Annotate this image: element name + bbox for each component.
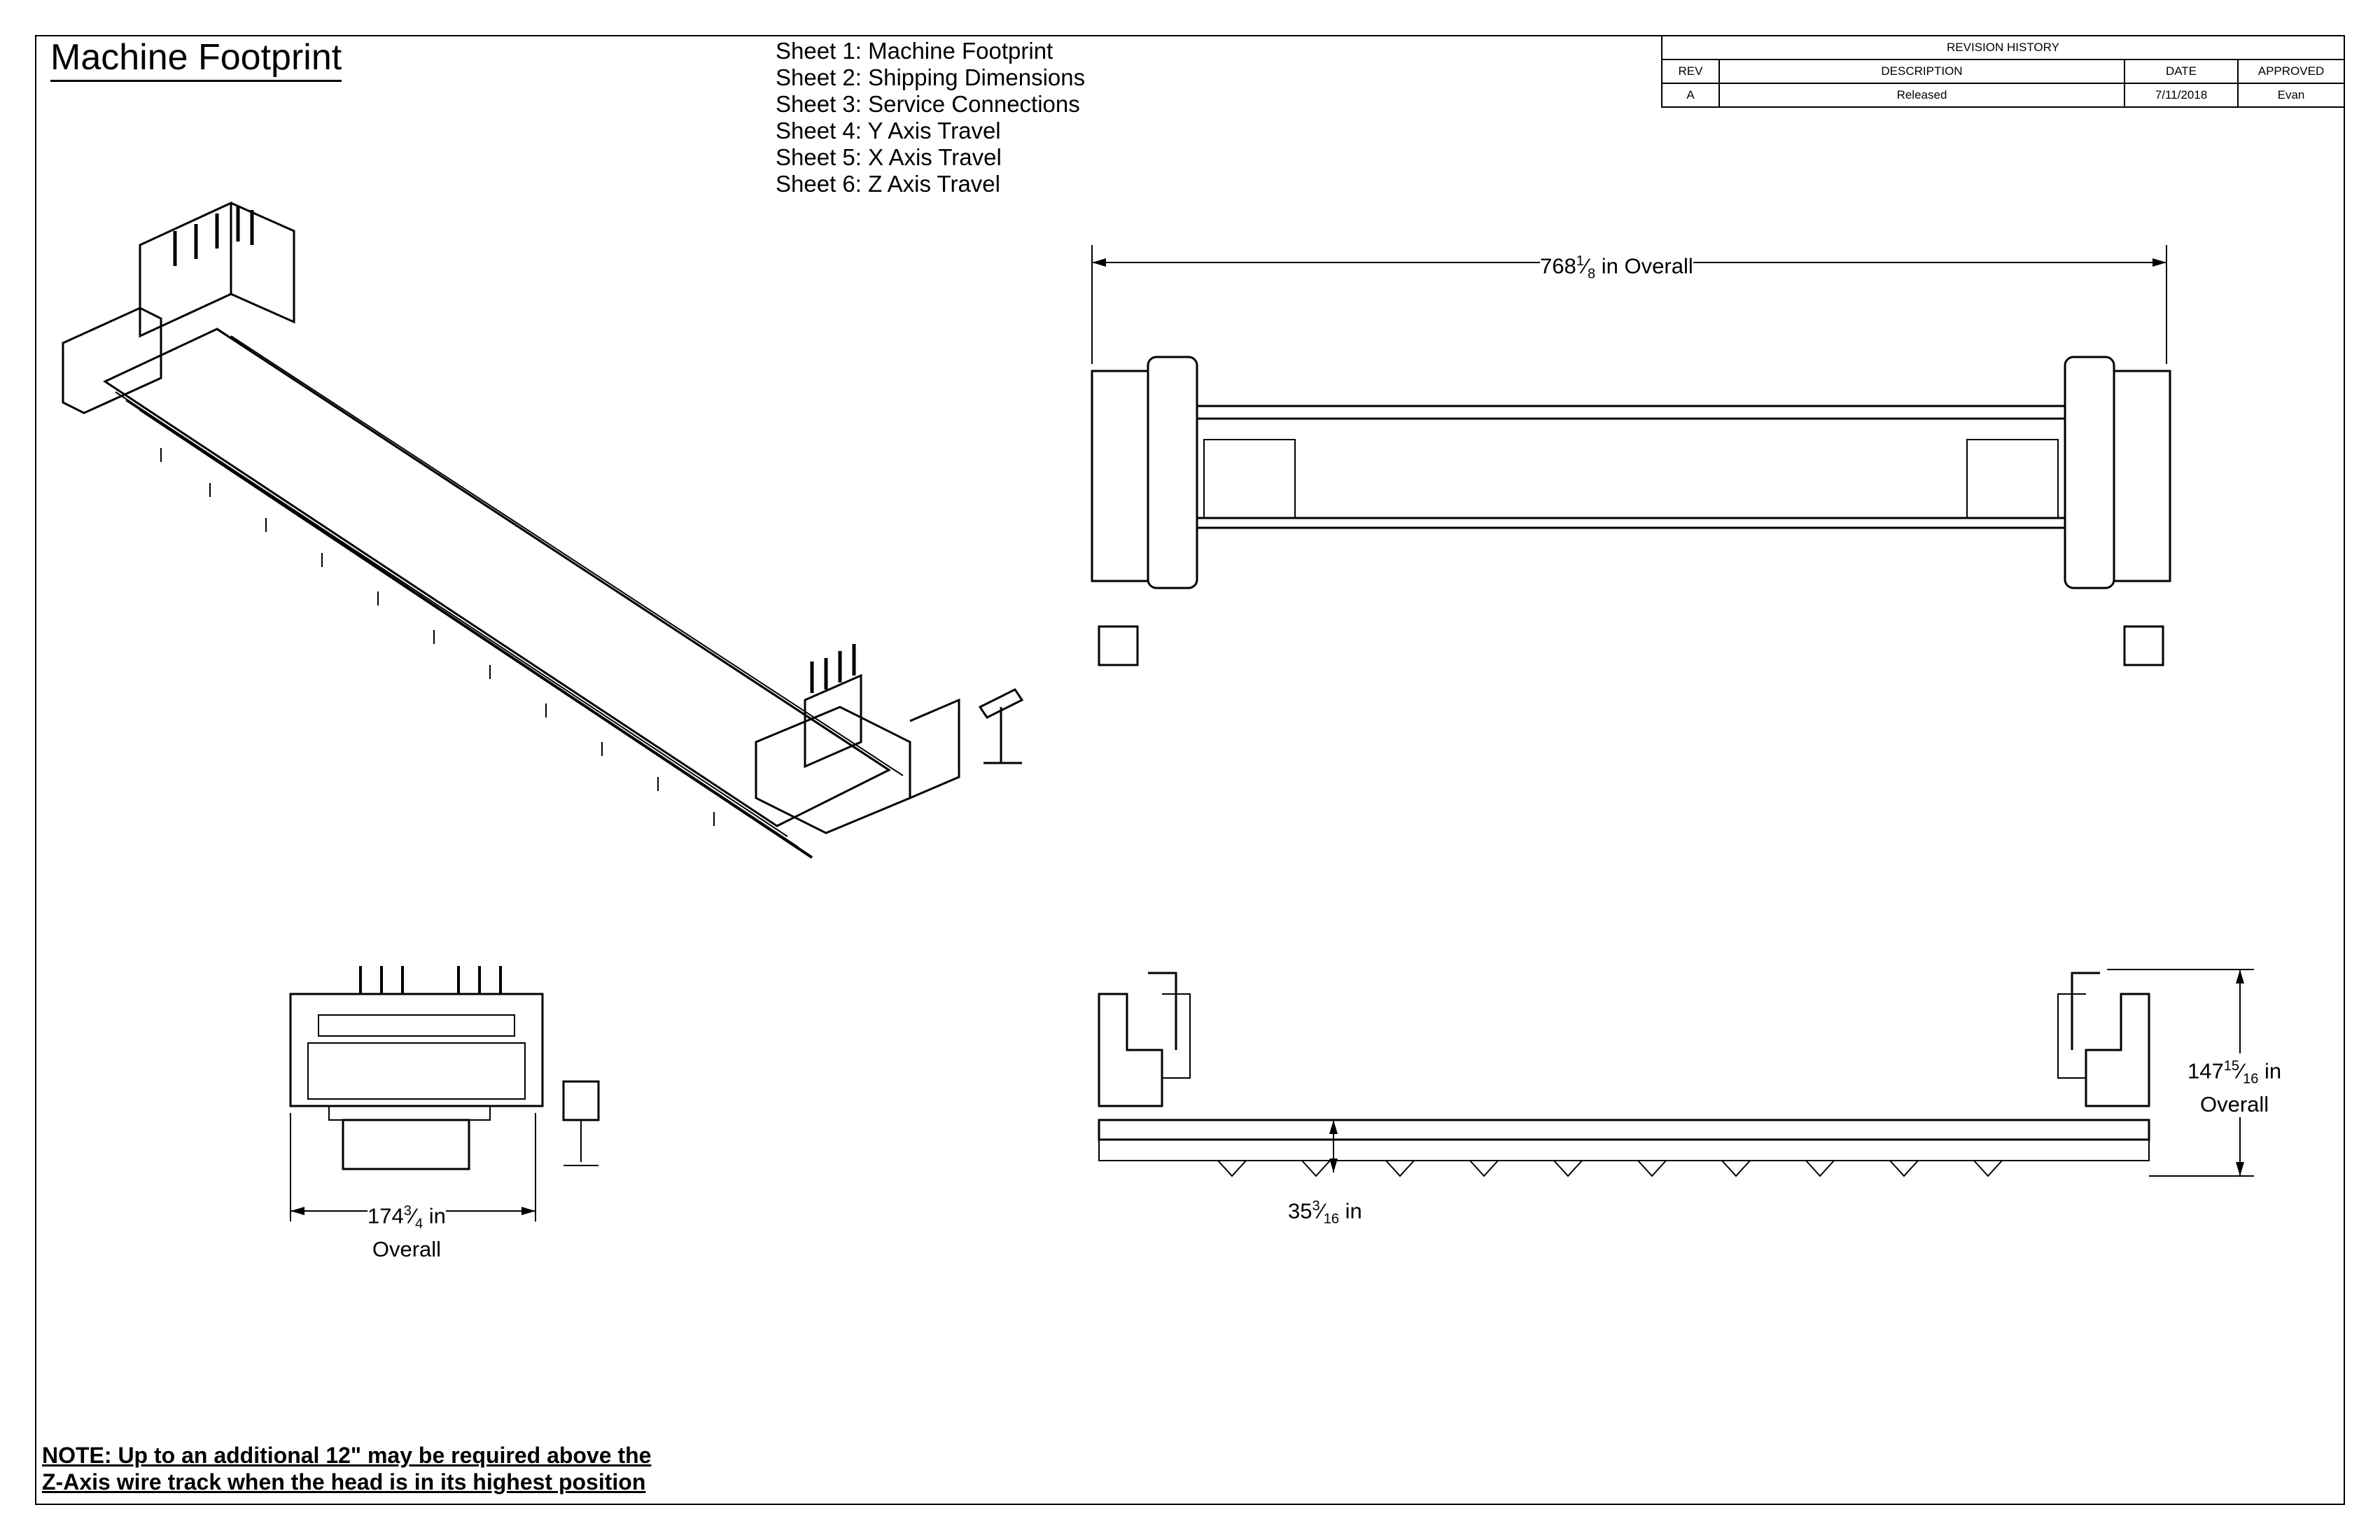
page-title: Machine Footprint (50, 36, 342, 82)
sheet-item[interactable]: Sheet 1: Machine Footprint (776, 38, 1054, 64)
cell-description: Released (1718, 83, 2125, 108)
side-view (1098, 969, 2254, 1177)
revision-history-table: REVISION HISTORY REV DESCRIPTION DATE AP… (1661, 35, 2345, 108)
isometric-view (62, 201, 1024, 859)
dim-denominator: 16 (1323, 1211, 1340, 1227)
sheet-list: Sheet 1: Machine Footprint Sheet 2: Ship… (776, 38, 1085, 197)
dim-numerator: 3 (403, 1203, 412, 1219)
dim-whole: 768 (1540, 253, 1576, 279)
sheet-item[interactable]: Sheet 3: Service Connections (776, 91, 1080, 117)
sheet-item[interactable]: Sheet 4: Y Axis Travel (776, 118, 1001, 144)
cell-approved: Evan (2237, 83, 2345, 108)
column-header-approved: APPROVED (2237, 59, 2345, 84)
dim-numerator: 3 (1312, 1198, 1320, 1214)
dim-whole: 35 (1288, 1198, 1312, 1224)
dim-suffix: in Overall (1595, 253, 1693, 279)
dim-numerator: 15 (2223, 1058, 2239, 1074)
height-dimension: 14715⁄16 in Overall (2188, 1054, 2282, 1117)
dim-suffix: in (2258, 1058, 2282, 1084)
table-row: A Released 7/11/2018 Evan (1661, 83, 2345, 108)
dim-denominator: 8 (1588, 266, 1596, 282)
note-line: Z-Axis wire track when the head is in it… (42, 1469, 646, 1494)
dim-label: Overall (2199, 1091, 2269, 1116)
revision-heading: REVISION HISTORY (1661, 35, 2345, 60)
dim-denominator: 4 (415, 1216, 424, 1232)
sheet-item[interactable]: Sheet 2: Shipping Dimensions (776, 64, 1086, 90)
front-view (289, 966, 600, 1222)
dim-numerator: 1 (1576, 253, 1584, 269)
sheet-item[interactable]: Sheet 5: X Axis Travel (776, 144, 1002, 170)
column-header-rev: REV (1661, 59, 1720, 84)
revision-header-row: REV DESCRIPTION DATE APPROVED (1661, 59, 2345, 84)
column-header-date: DATE (2124, 59, 2239, 84)
dim-whole: 147 (2188, 1058, 2224, 1084)
height-note: NOTE: Up to an additional 12" may be req… (42, 1442, 651, 1495)
dim-whole: 174 (368, 1203, 404, 1228)
base-height-dimension: 353⁄16 in (1288, 1194, 1362, 1232)
revision-heading-row: REVISION HISTORY (1661, 35, 2345, 60)
dim-label: Overall (372, 1236, 442, 1261)
drawing-border (35, 35, 2345, 1505)
sheet-item[interactable]: Sheet 6: Z Axis Travel (776, 171, 1000, 197)
overall-length-dimension: 7681⁄8 in Overall (1540, 248, 1693, 287)
note-line: NOTE: Up to an additional 12" may be req… (42, 1443, 652, 1468)
column-header-description: DESCRIPTION (1718, 59, 2125, 84)
cell-rev: A (1661, 83, 1720, 108)
dim-suffix: in (1339, 1198, 1362, 1224)
cell-date: 7/11/2018 (2124, 83, 2239, 108)
front-width-dimension: 1743⁄4 in Overall (368, 1198, 446, 1262)
dim-denominator: 16 (2243, 1071, 2259, 1087)
top-view (1091, 245, 2171, 666)
dim-suffix: in (423, 1203, 446, 1228)
